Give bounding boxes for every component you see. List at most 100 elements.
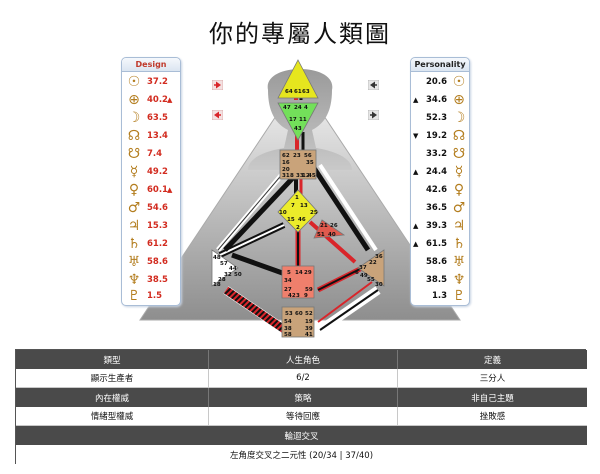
channel-ego-solar <box>308 220 357 264</box>
gate-label: 57 <box>220 261 228 267</box>
solar-plexus-center <box>357 249 385 287</box>
gate-label: 53 <box>285 311 293 317</box>
sun-icon: ☉ <box>127 74 141 90</box>
gate-value: 42.6 <box>426 185 447 195</box>
personality-row: 20.6☉ <box>411 74 469 90</box>
channel-throat-solar <box>309 163 371 252</box>
design-row: ♂54.6 <box>122 200 180 216</box>
gate-label: 14 <box>295 270 303 276</box>
definition-header: 定義 <box>398 350 587 369</box>
gate-value: 36.5 <box>426 203 447 213</box>
bodygraph-diagram: 64 61 63 47 24 4 17 11 43 62 23 56 16 35… <box>139 59 461 338</box>
strategy-header: 策略 <box>209 388 398 407</box>
gate-label: 28 <box>218 277 226 283</box>
summary-table: 類型 人生角色 定義 顯示生產者 6/2 三分人 內在權威 策略 非自己主題 情… <box>15 349 587 464</box>
gate-value: 52.3 <box>426 113 447 123</box>
gate-value: 40.2 <box>147 95 168 105</box>
type-header: 類型 <box>16 350 209 369</box>
personality-panel: Personality 20.6☉ ▲34.6⊕ 52.3☽ ▼19.2☊ 33… <box>410 57 470 306</box>
personality-row: 52.3 ☽ <box>411 110 469 126</box>
design-row: ☽63.5 <box>122 110 180 126</box>
gate-label: 51 <box>317 232 325 238</box>
gate-label: 58 <box>284 332 292 338</box>
gate-value: 58.6 <box>147 257 168 267</box>
gate-label: 63 <box>302 89 310 95</box>
head-center <box>277 59 319 99</box>
direction-arrow: ▼ <box>413 132 419 140</box>
gate-value: 38.5 <box>147 275 168 285</box>
root-center <box>281 306 315 338</box>
mars-icon: ♂ <box>452 200 466 216</box>
gate-value: 15.3 <box>147 221 168 231</box>
gate-label: 4 <box>304 105 308 111</box>
definition-value: 三分人 <box>398 369 587 388</box>
direction-arrow: ▲ <box>167 96 173 104</box>
incarnation-cross-header: 輪迴交叉 <box>16 426 587 445</box>
type-value: 顯示生產者 <box>16 369 209 388</box>
direction-arrow: ▲ <box>413 168 419 176</box>
gate-label: 49 <box>360 273 368 279</box>
design-arrow-icon[interactable] <box>212 80 223 90</box>
gate-label: 30 <box>375 282 383 288</box>
gate-label: 8 <box>290 173 294 179</box>
g-center <box>277 189 319 233</box>
gate-label: 17 <box>289 117 297 123</box>
gate-label: 39 <box>305 326 313 332</box>
channels <box>216 80 381 334</box>
gate-label: 41 <box>305 332 313 338</box>
personality-arrow-icon[interactable] <box>368 110 379 120</box>
gate-label: 34 <box>284 278 292 284</box>
gate-label: 18 <box>213 282 221 288</box>
gate-label: 21 <box>320 223 328 229</box>
personality-row: 42.6 ♀ <box>411 182 469 198</box>
not-self-header: 非自己主題 <box>398 388 587 407</box>
venus-icon: ♀ <box>128 182 140 198</box>
gate-label: 5 <box>287 270 291 276</box>
design-arrow-icon[interactable] <box>212 110 223 120</box>
design-row: ♃15.3 <box>122 218 180 234</box>
strategy-value: 等待回應 <box>209 407 398 426</box>
gate-label: 11 <box>299 117 307 123</box>
personality-arrow-icon[interactable] <box>368 80 379 90</box>
direction-arrow: ▲ <box>167 186 173 194</box>
pluto-icon: ♇ <box>127 288 141 304</box>
authority-header: 內在權威 <box>16 388 209 407</box>
gate-value: 13.4 <box>147 131 168 141</box>
design-row: ☋7.4 <box>122 146 180 162</box>
profile-header: 人生角色 <box>209 350 398 369</box>
gate-label: 31 <box>282 173 290 179</box>
gate-value: 1.3 <box>431 291 447 301</box>
gate-label: 59 <box>305 287 313 293</box>
gate-label: 38 <box>284 326 292 332</box>
gate-label: 42 <box>288 293 296 299</box>
personality-row: 1.3♇ <box>411 288 469 304</box>
gate-value: 37.2 <box>147 77 168 87</box>
gate-label: 47 <box>283 105 291 111</box>
gate-value: 58.6 <box>426 257 447 267</box>
moon-icon: ☽ <box>127 110 141 126</box>
personality-row: 58.6♅ <box>411 254 469 270</box>
venus-icon: ♀ <box>453 182 465 198</box>
personality-row: ▲39.3♃ <box>411 218 469 234</box>
gate-label: 43 <box>294 126 302 132</box>
gate-label: 6 <box>355 270 359 276</box>
profile-value: 6/2 <box>209 369 398 388</box>
direction-arrow: ▲ <box>413 96 419 104</box>
gate-value: 61.5 <box>426 239 447 249</box>
gate-label: 23 <box>293 153 301 159</box>
incarnation-cross-value: 左角度交叉之二元性 (20/34 | 37/40) <box>16 445 587 464</box>
gate-label: 52 <box>305 311 313 317</box>
throat-center <box>279 149 317 180</box>
design-row: ⊕40.2▲ <box>122 92 180 108</box>
gate-label: 33 <box>296 173 304 179</box>
gate-label: 46 <box>298 217 306 223</box>
moon-icon: ☽ <box>452 110 466 126</box>
gate-labels: 64 61 63 47 24 4 17 11 43 62 23 56 16 35… <box>213 89 383 338</box>
gate-label: 16 <box>282 160 290 166</box>
saturn-icon: ♄ <box>452 236 466 252</box>
design-row: ♄61.2 <box>122 236 180 252</box>
authority-value: 情緒型權威 <box>16 407 209 426</box>
gate-label: 56 <box>304 153 312 159</box>
gate-value: 19.2 <box>426 131 447 141</box>
design-row: ♇1.5 <box>122 288 180 304</box>
